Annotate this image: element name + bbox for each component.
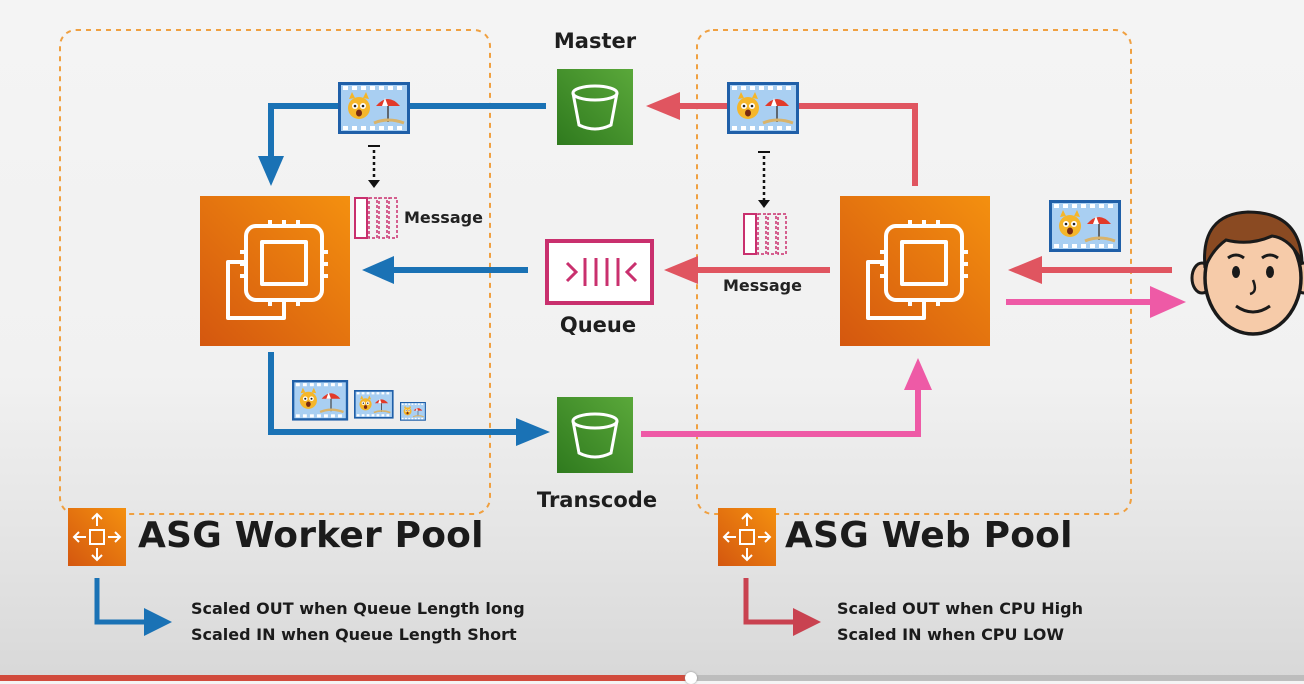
video-frame-icon [399, 401, 427, 422]
scaling-note: Scaled IN when Queue Length Short [191, 625, 517, 644]
worker-pool-title: ASG Worker Pool [138, 515, 484, 556]
web-pool-scaling-notes: Scaled OUT when CPU High Scaled IN when … [837, 596, 1083, 648]
auto-scaling-group-icon [717, 507, 777, 567]
master-s3-bucket-icon [555, 67, 635, 147]
message-link-left [368, 145, 380, 188]
message-label-right: Message [723, 276, 802, 295]
video-frame-icon [725, 80, 801, 136]
flow-user-to-web [1008, 256, 1172, 284]
scaling-note: Scaled OUT when CPU High [837, 599, 1083, 618]
worker-pool-scaling-notes: Scaled OUT when Queue Length long Scaled… [191, 596, 525, 648]
master-bucket-label: Master [553, 29, 637, 53]
message-label-left: Message [404, 208, 483, 227]
flow-queue-to-worker [362, 256, 528, 284]
scale-arrow-web [743, 578, 821, 636]
scaling-note: Scaled OUT when Queue Length long [191, 599, 525, 618]
video-frame-icon [290, 378, 350, 422]
video-frame-icon [1047, 198, 1123, 254]
video-progress-handle[interactable] [685, 672, 698, 684]
web-ec2-icon [838, 194, 992, 348]
video-progress-bar[interactable] [0, 672, 1304, 684]
transcode-bucket-label: Transcode [536, 488, 658, 512]
message-link-right [758, 151, 770, 208]
video-frame-icon [353, 389, 395, 420]
auto-scaling-group-icon [67, 507, 127, 567]
worker-ec2-icon [198, 194, 352, 348]
user-face-icon [1190, 210, 1304, 336]
message-icon [354, 197, 398, 239]
video-progress-fill [0, 675, 692, 681]
flow-web-to-queue [664, 256, 830, 284]
flow-web-to-user [1006, 286, 1186, 318]
video-frame-icon [336, 80, 412, 136]
web-pool-title: ASG Web Pool [785, 515, 1073, 556]
flow-transcode-to-web [641, 358, 932, 437]
transcode-s3-bucket-icon [555, 395, 635, 475]
queue-label: Queue [559, 313, 637, 337]
scaling-note: Scaled IN when CPU LOW [837, 625, 1064, 644]
flow-worker-to-transcode [268, 352, 550, 446]
scale-arrow-worker [94, 578, 172, 636]
message-icon [743, 213, 787, 255]
flow-master-to-worker [258, 103, 546, 186]
sqs-queue-icon [545, 239, 654, 305]
